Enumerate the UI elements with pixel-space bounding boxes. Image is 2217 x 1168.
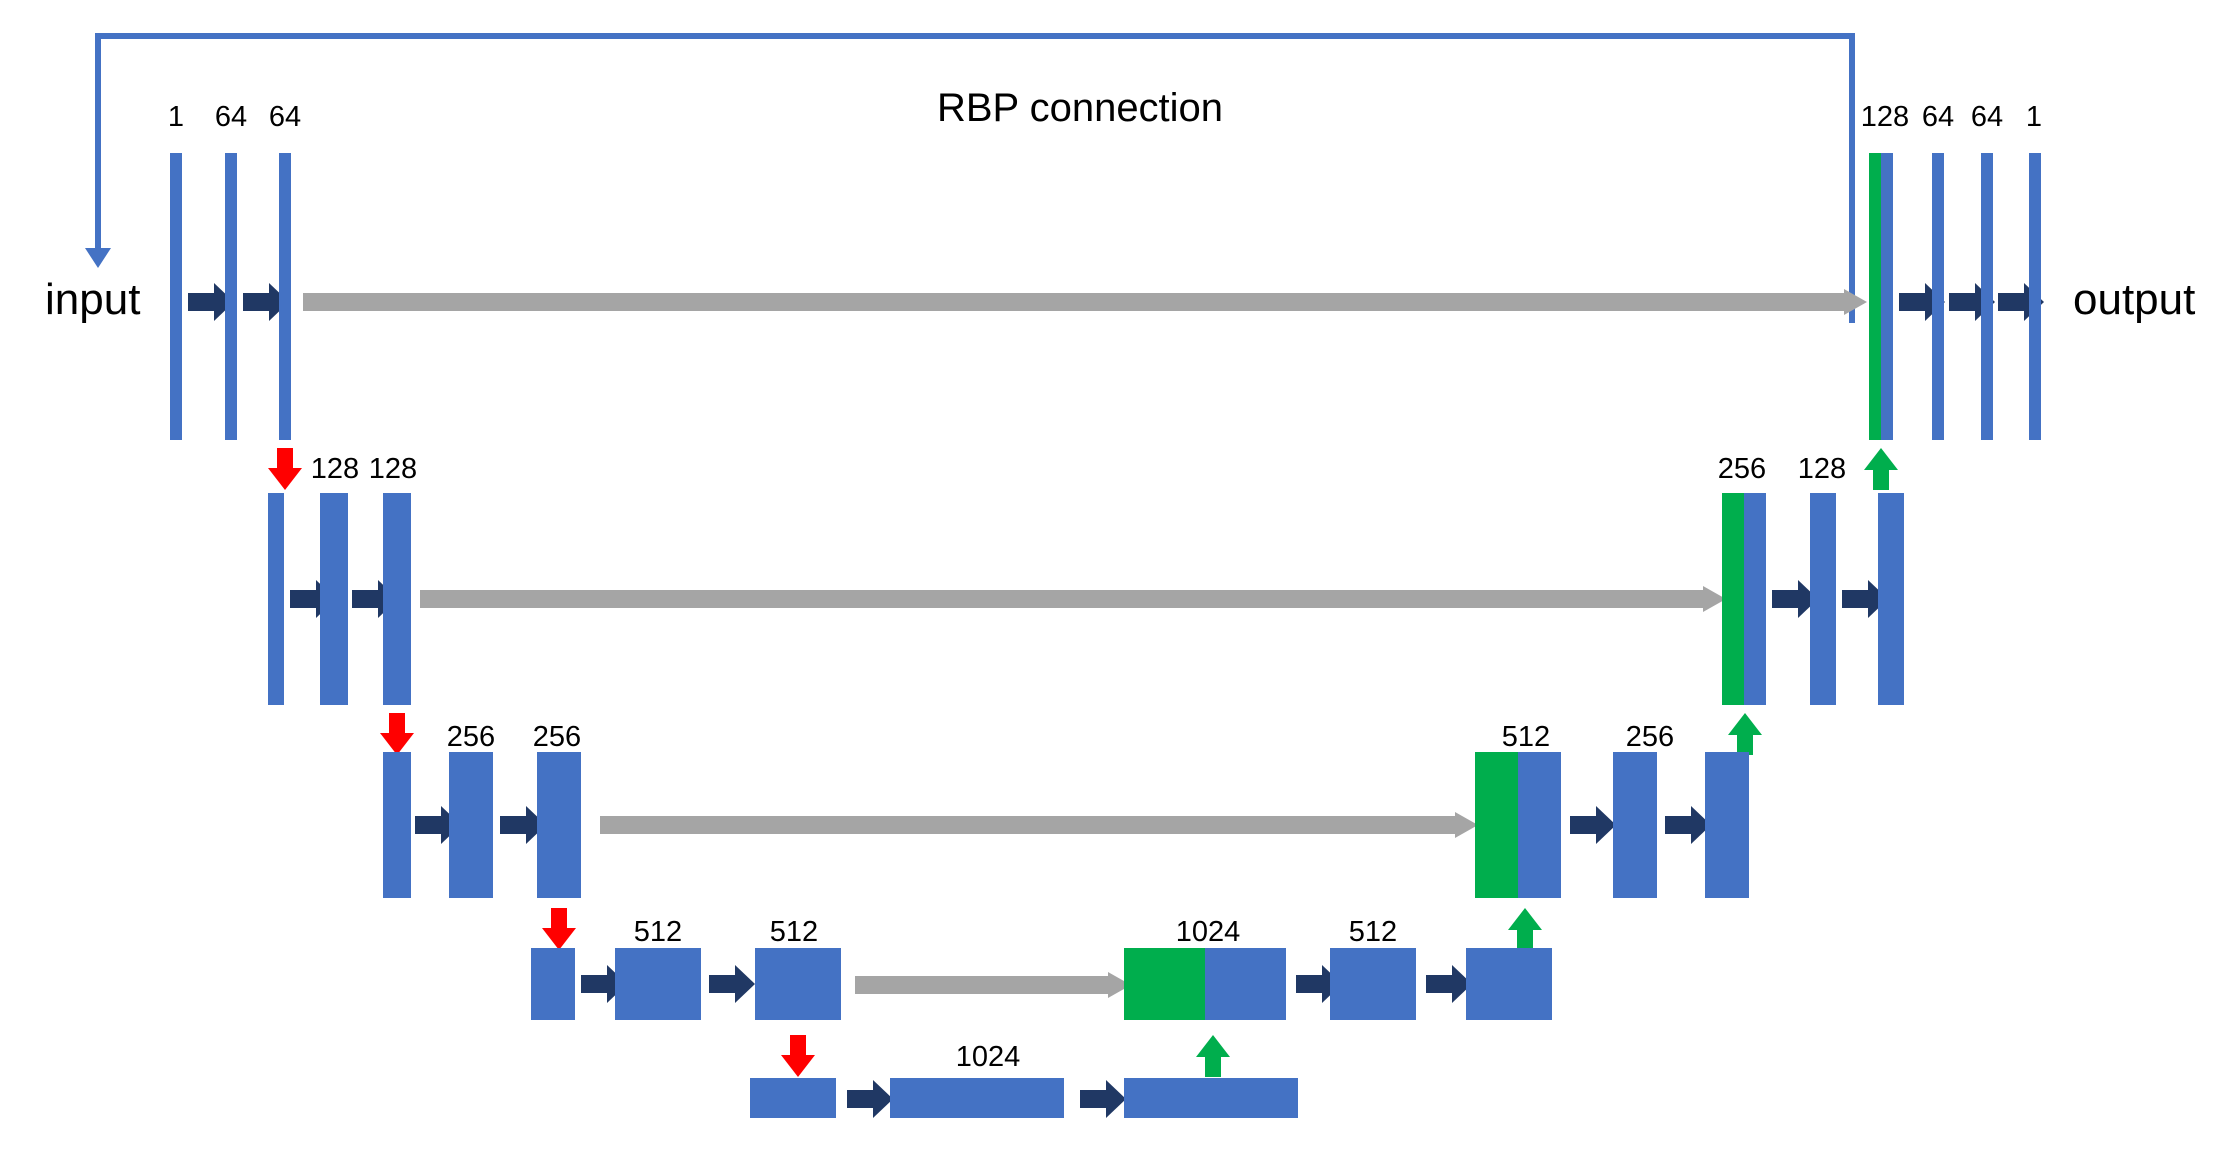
feature-block-l3-e1 xyxy=(383,752,411,898)
feature-block-l3-d3 xyxy=(1705,752,1749,898)
rbp-arrowhead-down xyxy=(85,248,111,268)
feature-block-l4-d3 xyxy=(1466,948,1552,1020)
downsample-arrow-2 xyxy=(380,713,414,755)
feature-block-bottleneck-1 xyxy=(750,1078,836,1118)
feature-block-bottleneck-2 xyxy=(890,1078,1064,1118)
channel-label-l1-d3: 64 xyxy=(1970,101,2004,133)
feature-block-l4-e3 xyxy=(755,948,841,1020)
channel-label-l1-e3: 64 xyxy=(268,101,302,133)
feature-block-l1-d3 xyxy=(1981,153,1993,440)
upsample-arrow-4 xyxy=(1196,1035,1230,1077)
input-label: input xyxy=(45,275,141,324)
downsample-arrow-3 xyxy=(542,908,576,950)
concat-block-l1-d1 xyxy=(1869,153,1893,440)
channel-label-l4-d1: 1024 xyxy=(1175,916,1241,948)
downsample-arrow-1 xyxy=(268,448,302,490)
feature-block-l2-d3 xyxy=(1878,493,1904,705)
upsample-arrow-1 xyxy=(1864,448,1898,490)
channel-label-l4-e2: 512 xyxy=(769,916,819,948)
concat-block-l3-d1 xyxy=(1475,752,1561,898)
channel-label-l1-e2: 64 xyxy=(214,101,248,133)
rbp-line-left-vertical xyxy=(95,33,101,251)
channel-label-l2-d2: 128 xyxy=(1797,453,1847,485)
skip-connection-arrow-l2 xyxy=(420,586,1726,612)
channel-label-l1-d2: 64 xyxy=(1921,101,1955,133)
rbp-line-top xyxy=(95,33,1855,39)
conv-arrow-bottleneck-2 xyxy=(1080,1080,1126,1118)
channel-label-l4-e1: 512 xyxy=(633,916,683,948)
channel-label-l3-e1: 256 xyxy=(446,721,496,753)
rbp-connection-title: RBP connection xyxy=(936,86,1224,130)
skip-connection-arrow-l1 xyxy=(303,289,1867,315)
feature-block-l2-e2 xyxy=(320,493,348,705)
feature-block-l1-d4 xyxy=(2029,153,2041,440)
feature-block-l4-d2 xyxy=(1330,948,1416,1020)
channel-label-l4-d2: 512 xyxy=(1348,916,1398,948)
conv-arrow-l3-d1 xyxy=(1570,806,1616,844)
skip-connection-arrow-l4 xyxy=(855,972,1131,998)
concat-block-l2-d1 xyxy=(1722,493,1766,705)
output-label: output xyxy=(2073,275,2196,324)
feature-block-l2-d2 xyxy=(1810,493,1836,705)
channel-label-l3-d2: 256 xyxy=(1625,721,1675,753)
skip-connection-arrow-l3 xyxy=(600,812,1478,838)
channel-label-l1-d1: 128 xyxy=(1860,101,1910,133)
feature-block-l1-d2 xyxy=(1932,153,1944,440)
upsample-arrow-2 xyxy=(1728,713,1762,755)
rbp-line-right-vertical xyxy=(1849,33,1855,323)
feature-block-l1-e1 xyxy=(170,153,182,440)
channel-label-l3-d1: 512 xyxy=(1501,721,1551,753)
downsample-arrow-4 xyxy=(781,1035,815,1077)
feature-block-l4-e2 xyxy=(615,948,701,1020)
channel-label-l2-d1: 256 xyxy=(1717,453,1767,485)
feature-block-l1-e2 xyxy=(225,153,237,440)
concat-block-l4-d1 xyxy=(1124,948,1286,1020)
feature-block-bottleneck-3 xyxy=(1124,1078,1298,1118)
channel-label-bottleneck: 1024 xyxy=(955,1041,1021,1073)
conv-arrow-bottleneck-1 xyxy=(847,1080,893,1118)
feature-block-l3-d2 xyxy=(1613,752,1657,898)
channel-label-l2-e1: 128 xyxy=(310,453,360,485)
feature-block-l1-e3 xyxy=(279,153,291,440)
feature-block-l2-e1 xyxy=(268,493,284,705)
feature-block-l3-e3 xyxy=(537,752,581,898)
feature-block-l3-e2 xyxy=(449,752,493,898)
channel-label-l1-d4: 1 xyxy=(2025,101,2043,133)
feature-block-l4-e1 xyxy=(531,948,575,1020)
channel-label-l1-e1: 1 xyxy=(167,101,185,133)
conv-arrow-l4-e2 xyxy=(709,965,755,1003)
upsample-arrow-3 xyxy=(1508,908,1542,950)
channel-label-l3-e2: 256 xyxy=(532,721,582,753)
feature-block-l2-e3 xyxy=(383,493,411,705)
channel-label-l2-e2: 128 xyxy=(368,453,418,485)
